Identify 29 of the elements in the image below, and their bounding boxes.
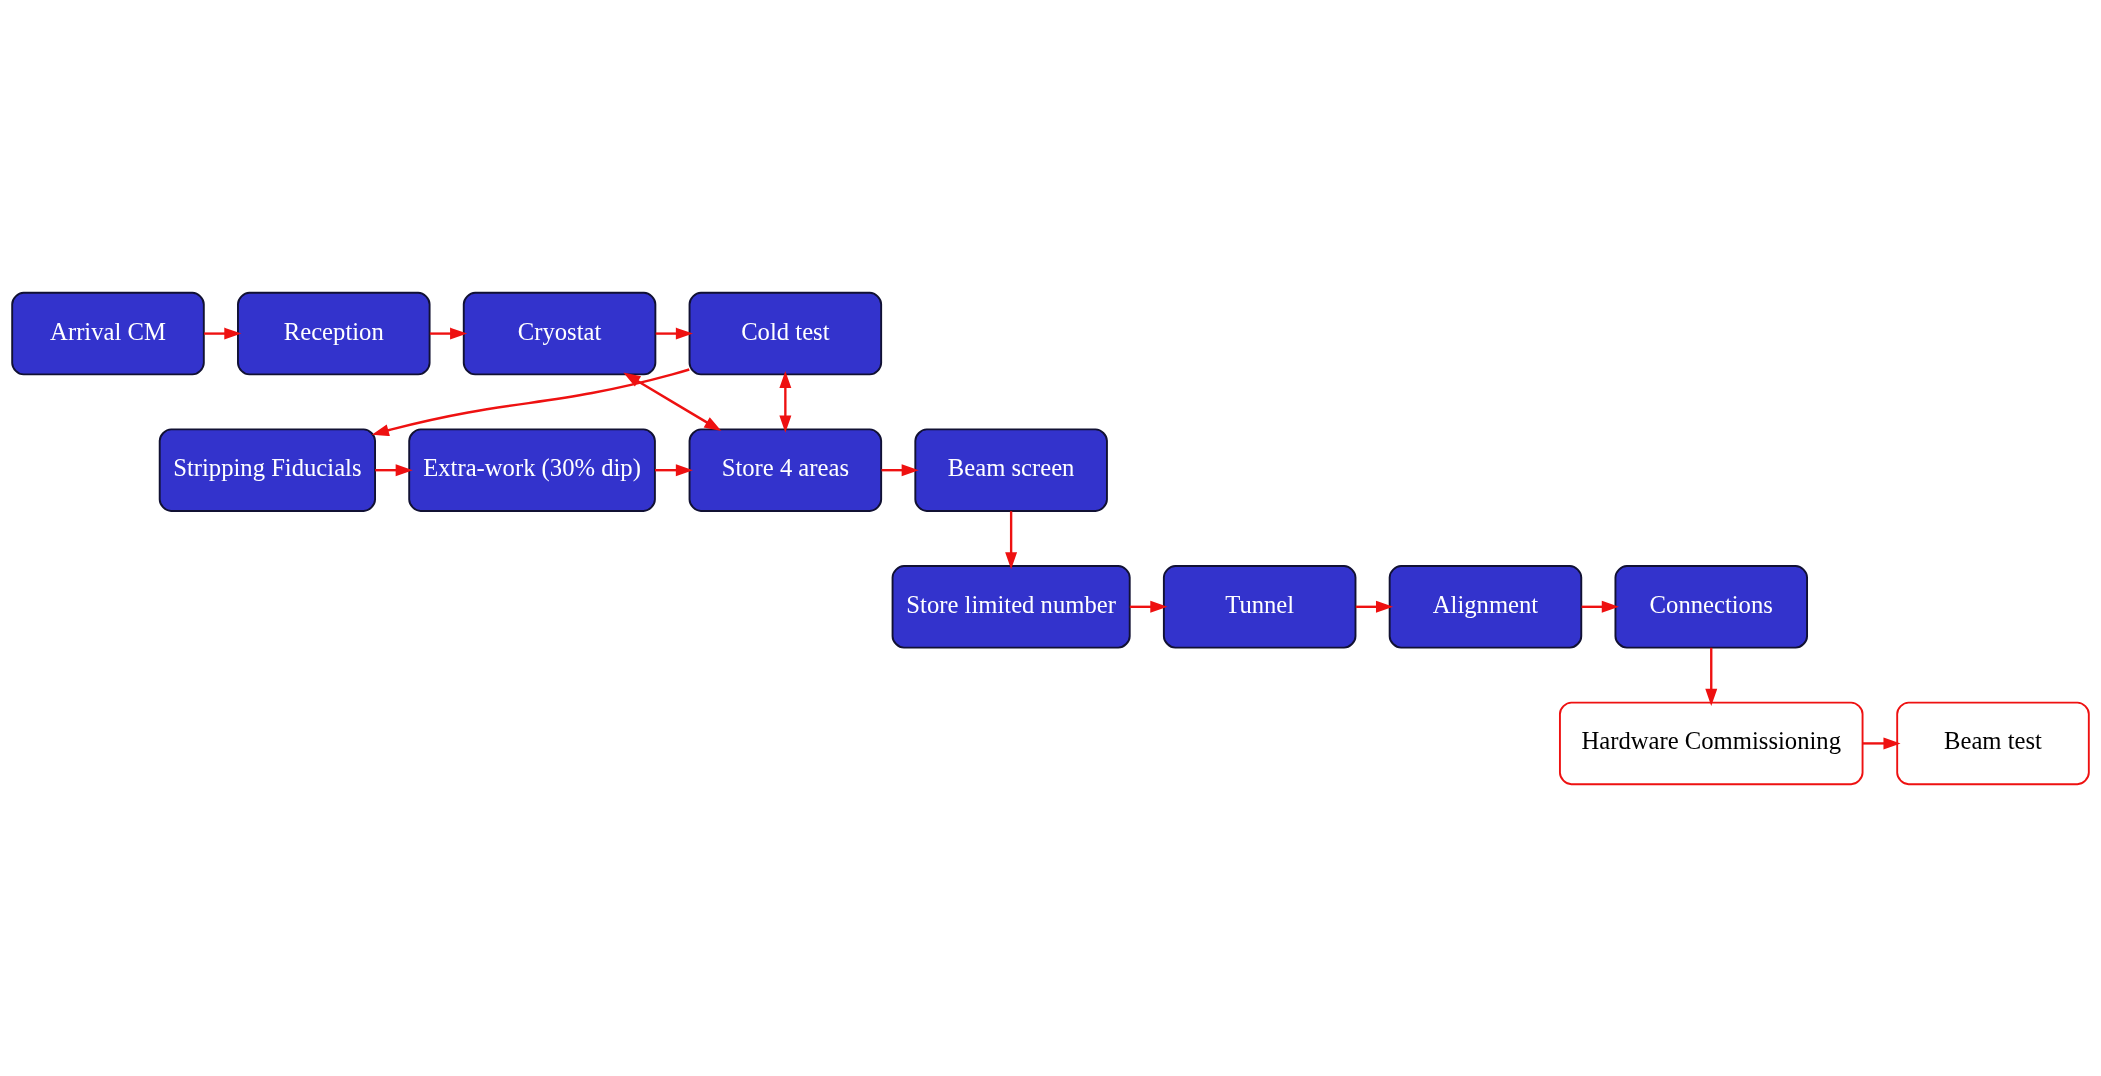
- node-box: Beam test: [1896, 701, 2090, 785]
- node-box: Connections: [1614, 564, 1808, 649]
- node-box: Reception: [237, 291, 431, 375]
- arrow: [1005, 510, 1018, 569]
- node-box: Beam screen: [914, 427, 1108, 512]
- node-box: Extra-work (30% dip): [408, 427, 656, 512]
- arrow: [655, 327, 693, 340]
- node-box: Arrival CM: [11, 291, 205, 375]
- node-box: Tunnel: [1162, 564, 1357, 649]
- arrow: [1355, 600, 1394, 613]
- node-box: Alignment: [1388, 564, 1583, 649]
- node-box: Stripping Fiducials: [158, 427, 376, 512]
- arrow: [375, 463, 413, 476]
- arrow: [429, 327, 468, 340]
- arrow: [1581, 600, 1619, 613]
- node-box: Store 4 areas: [688, 427, 883, 512]
- arrow: [204, 327, 242, 340]
- node-box: Cold test: [688, 291, 883, 375]
- node-box: Hardware Commissioning: [1559, 701, 1864, 785]
- arrow: [779, 370, 792, 433]
- arrow: [1862, 736, 1901, 749]
- arrow: [655, 463, 693, 476]
- arrow: [623, 372, 722, 431]
- node-box: Store limited number: [891, 564, 1131, 649]
- node-box: Cryostat: [462, 291, 657, 375]
- arrow: [1705, 647, 1718, 706]
- arrow: [881, 463, 919, 476]
- arrow: [371, 367, 690, 436]
- arrow: [1129, 600, 1168, 613]
